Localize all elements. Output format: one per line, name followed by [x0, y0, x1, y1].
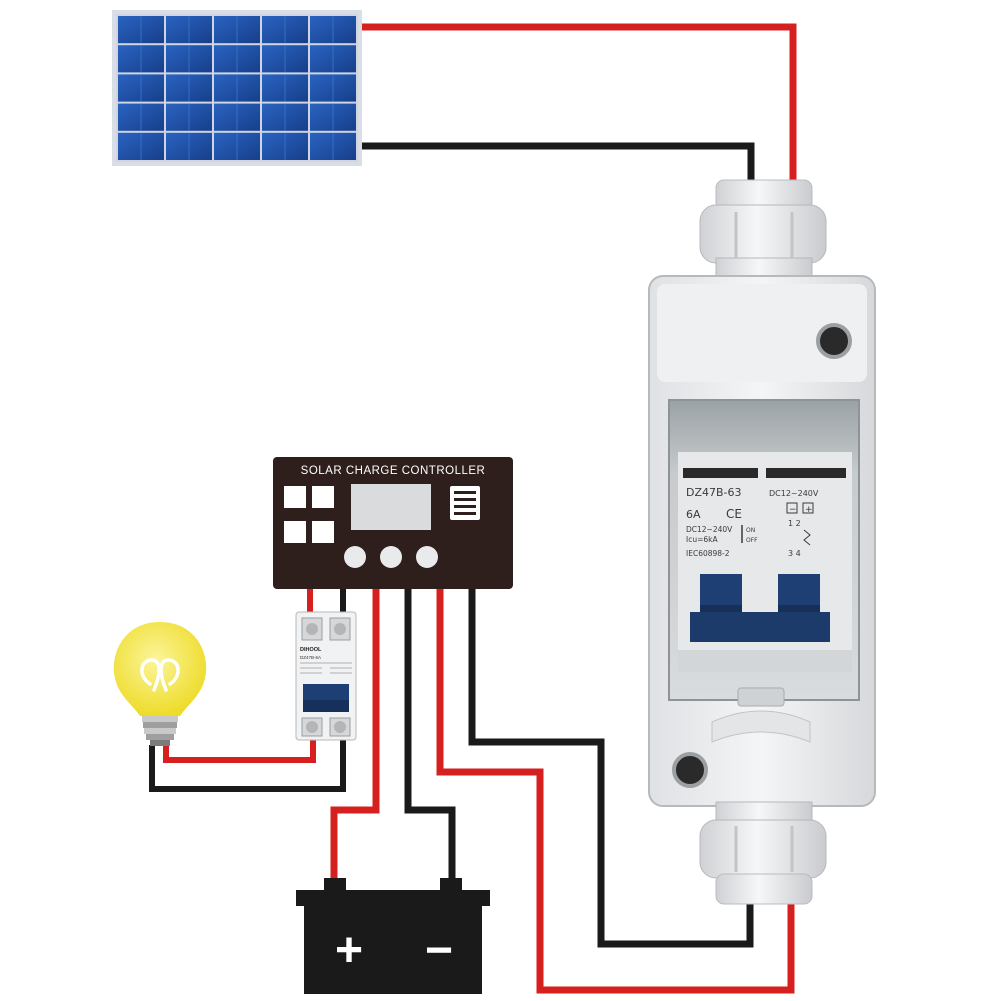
breaker-rating: 6A: [686, 508, 701, 521]
light-bulb-icon: [113, 622, 207, 746]
breaker-model: DZ47B-63: [686, 486, 742, 499]
breaker-ce-mark: CE: [726, 507, 742, 521]
bulb-negative-wire: [149, 738, 346, 792]
bottom-cable-gland: [699, 801, 827, 905]
battery-negative-wire: [404, 588, 456, 884]
enclosure-negative-wire: [468, 588, 754, 948]
breaker-terminals-bottom: 3 4: [788, 549, 801, 558]
top-screw-hole: [816, 323, 852, 359]
breaker-off-label: OFF: [746, 537, 758, 544]
battery-positive-wire: [330, 588, 380, 884]
breaker-voltage-range: DC12~240V: [769, 489, 819, 498]
breaker-standard: IEC60898-2: [686, 549, 730, 558]
breaker-terminals-top: 1 2: [788, 519, 801, 528]
panel-positive-wire: [360, 23, 797, 190]
breaker-plus-symbol: +: [805, 505, 813, 515]
controller-button-right[interactable]: [416, 546, 438, 568]
battery-minus-symbol: −: [425, 924, 453, 977]
battery-icon: + −: [296, 878, 490, 994]
top-cable-gland: [699, 179, 827, 281]
solar-charge-controller: SOLAR CHARGE CONTROLLER: [273, 457, 513, 589]
breaker-on-label: ON: [746, 527, 755, 534]
load-breaker-brand: DIHOOL: [300, 647, 322, 653]
load-breaker: DIHOOL DZ47B-6A: [295, 611, 357, 741]
bulb-positive-wire: [163, 738, 316, 763]
controller-title: SOLAR CHARGE CONTROLLER: [301, 465, 486, 477]
menu-lines-icon: [450, 486, 480, 520]
controller-display: [351, 484, 431, 530]
breaker-minus-symbol: −: [789, 505, 797, 515]
wires: [149, 23, 797, 994]
enclosure-positive-wire: [436, 588, 795, 994]
breaker-rated-voltage: DC12~240V: [686, 525, 733, 534]
panel-negative-wire: [360, 142, 755, 190]
solar-panel-icon: [112, 10, 362, 166]
controller-button-middle[interactable]: [380, 546, 402, 568]
battery-plus-symbol: +: [335, 924, 363, 977]
breaker-current: Icu=6kA: [686, 535, 718, 544]
breaker-handle[interactable]: [690, 574, 830, 642]
controller-button-left[interactable]: [344, 546, 366, 568]
breaker-enclosure: DZ47B-63 DC12~240V 6A CE DC12~240V Icu=6…: [648, 179, 876, 905]
load-breaker-model: DZ47B-6A: [300, 655, 321, 660]
bottom-screw-hole: [672, 752, 708, 788]
